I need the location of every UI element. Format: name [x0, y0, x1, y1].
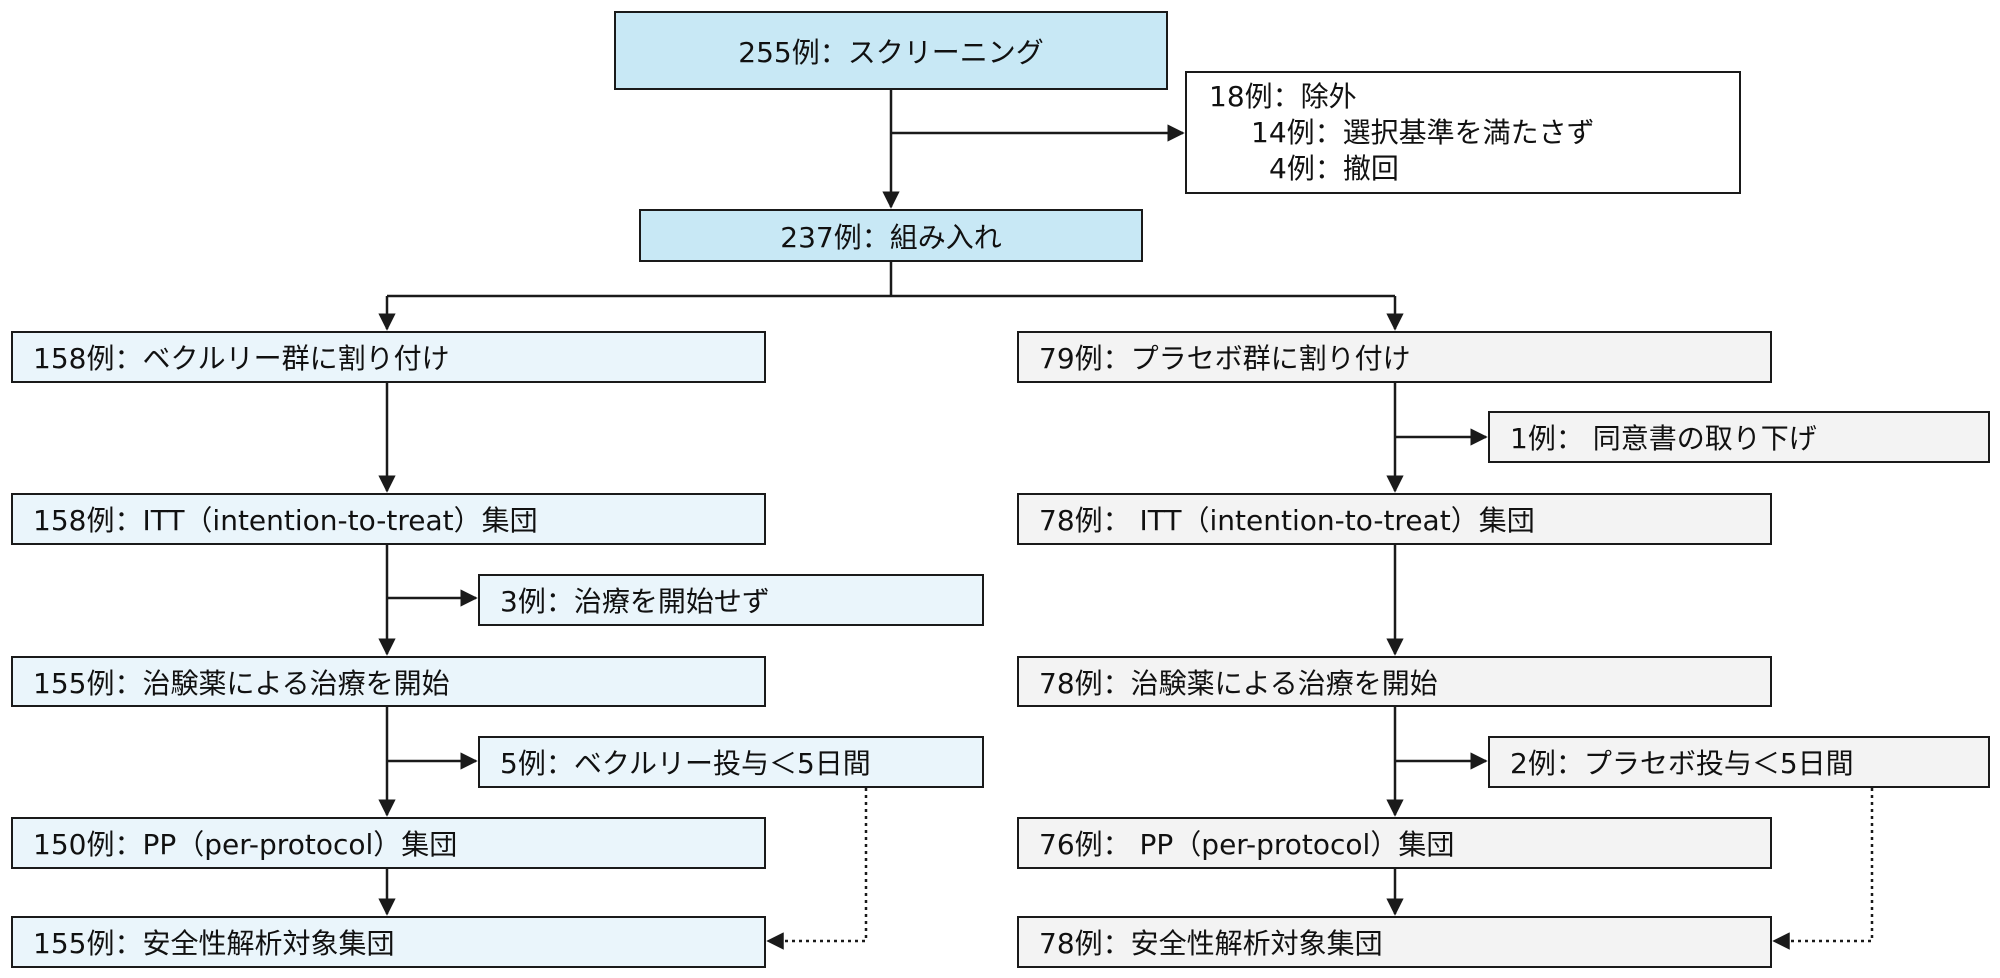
- box-excluded: 18例：除外 14例：選択基準を満たさず 4例：撤回: [1185, 71, 1741, 194]
- excluded-total: 18例：除外: [1209, 79, 1357, 113]
- box-pla-pp: 76例： PP（per-protocol）集団: [1017, 817, 1772, 869]
- excluded-criteria: 14例：選択基準を満たさず: [1251, 115, 1595, 149]
- box-pla-safety: 78例：安全性解析対象集団: [1017, 916, 1772, 968]
- box-bel-started: 155例：治験薬による治療を開始: [11, 656, 766, 707]
- excluded-withdrawn: 4例：撤回: [1269, 151, 1399, 185]
- box-bel-short-dosing: 5例：ベクルリー投与＜5日間: [478, 736, 984, 788]
- box-pla-randomized: 79例：プラセボ群に割り付け: [1017, 331, 1772, 383]
- dotted-bel-short-to-safety: [766, 788, 868, 950]
- box-screening: 255例：スクリーニング: [614, 11, 1168, 90]
- box-bel-not-started: 3例：治療を開始せず: [478, 574, 984, 626]
- box-pla-started: 78例：治験薬による治療を開始: [1017, 656, 1772, 707]
- box-bel-itt: 158例：ITT（intention-to-treat）集団: [11, 493, 766, 545]
- box-bel-randomized: 158例：ベクルリー群に割り付け: [11, 331, 766, 383]
- box-pla-itt: 78例： ITT（intention-to-treat）集団: [1017, 493, 1772, 545]
- box-pla-short-dosing: 2例：プラセボ投与＜5日間: [1488, 736, 1990, 788]
- box-bel-safety: 155例：安全性解析対象集団: [11, 916, 766, 968]
- box-bel-pp: 150例：PP（per-protocol）集団: [11, 817, 766, 869]
- box-pla-consent-withdrawn: 1例： 同意書の取り下げ: [1488, 411, 1990, 463]
- dotted-pla-short-to-safety: [1772, 788, 1874, 950]
- box-enrolled: 237例：組み入れ: [639, 209, 1143, 262]
